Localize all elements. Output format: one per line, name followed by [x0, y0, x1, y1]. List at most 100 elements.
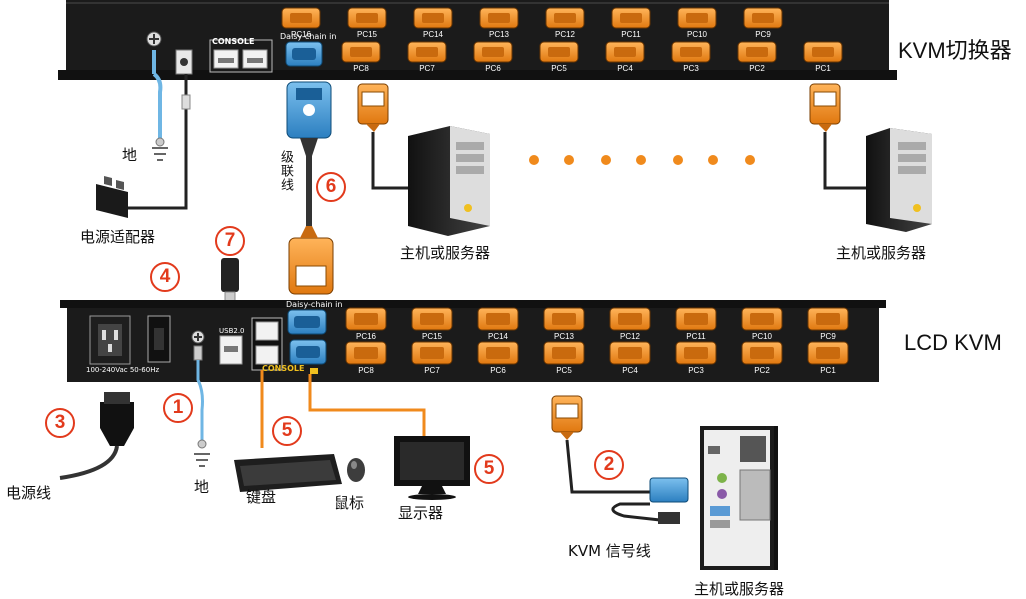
top-port-label: PC12 [555, 30, 576, 39]
vga-plug-pc1 [809, 83, 870, 190]
power-adapter [96, 176, 128, 218]
lcd-port-label: PC9 [820, 332, 836, 341]
lcd-port-pc4: PC4 [609, 341, 651, 375]
top-switch-label: KVM切换器 [898, 38, 1012, 63]
top-port-label: PC14 [423, 30, 444, 39]
ground-wire-lcd [196, 360, 204, 440]
lcd-port-pc5: PC5 [543, 341, 585, 375]
vga-plug-pc8 [357, 83, 420, 190]
adapter-cable [126, 74, 188, 210]
top-port-pc4: PC4 [605, 41, 645, 73]
power-switch [147, 315, 171, 363]
top-port-pc6: PC6 [473, 41, 513, 73]
top-port-pc9: PC9 [743, 7, 783, 39]
top-port-pc11: PC11 [611, 7, 651, 39]
top-port-label: PC9 [755, 30, 771, 39]
console-usb-top [209, 39, 273, 73]
lcd-port-label: PC4 [622, 366, 638, 375]
lcd-port-label: PC15 [422, 332, 443, 341]
ground-terminal-top [146, 31, 162, 47]
lcd-port-pc3: PC3 [675, 341, 717, 375]
monitor [394, 436, 470, 500]
cascade-cable [286, 81, 334, 295]
marker-7: 7 [215, 226, 245, 256]
lcd-port-pc10: PC10 [741, 307, 783, 341]
top-port-label: PC10 [687, 30, 708, 39]
daisy-label-top: Daisy-chain in [280, 32, 337, 41]
console-label-top: CONSOLE [212, 37, 255, 46]
top-port-pc14: PC14 [413, 7, 453, 39]
top-port-label: PC5 [551, 64, 567, 73]
usb-label-lcd: USB2.0 [219, 327, 245, 335]
lcd-port-pc6: PC6 [477, 341, 519, 375]
top-port-label: PC13 [489, 30, 510, 39]
lcd-port-label: PC16 [356, 332, 377, 341]
lcd-port-label: PC2 [754, 366, 770, 375]
lcd-port-label: PC14 [488, 332, 509, 341]
kvm-cable-label: KVM 信号线 [568, 542, 651, 560]
lcd-port-pc12: PC12 [609, 307, 651, 341]
lcd-port-label: PC12 [620, 332, 641, 341]
marker-3: 3 [45, 408, 75, 438]
kvm-signal-cable [551, 395, 689, 524]
power-cord-plug [59, 392, 134, 480]
top-port-pc12: PC12 [545, 7, 585, 39]
lcd-port-label: PC7 [424, 366, 440, 375]
console-label-lcd: CONSOLE [262, 364, 305, 373]
daisy-chain-port-lcd [287, 309, 327, 374]
cascade-cable-label: 级联线 [278, 150, 293, 192]
monitor-cable [308, 374, 426, 436]
top-port-pc1: PC1 [803, 41, 843, 73]
lcd-port-label: PC10 [752, 332, 773, 341]
mouse-label: 鼠标 [334, 494, 365, 512]
host-label-right: 主机或服务器 [836, 244, 927, 262]
host-label-mid: 主机或服务器 [400, 244, 491, 262]
usb-flash-drive [221, 258, 239, 305]
keyboard [234, 454, 342, 492]
top-port-pc3: PC3 [671, 41, 711, 73]
lcd-port-pc11: PC11 [675, 307, 717, 341]
top-port-pc16: PC16 [281, 7, 321, 39]
daisy-chain-port-top [285, 41, 323, 67]
ground-label-lcd: 地 [194, 478, 210, 496]
marker-1: 1 [163, 393, 193, 423]
monitor-label: 显示器 [398, 504, 444, 522]
daisy-label-lcd: Daisy-chain in [286, 300, 343, 309]
top-port-pc5: PC5 [539, 41, 579, 73]
power-cord-label: 电源线 [6, 484, 52, 502]
ground-terminal-lcd [191, 330, 205, 361]
host-computer-mid [408, 126, 490, 236]
marker-5-keyboard: 5 [272, 416, 302, 446]
lcd-port-label: PC11 [686, 332, 706, 341]
lcd-port-label: PC1 [820, 366, 836, 375]
marker-4: 4 [150, 262, 180, 292]
continuation-dots [529, 155, 755, 165]
lcd-port-pc9: PC9 [807, 307, 849, 341]
ground-symbol-lcd [194, 439, 210, 467]
usb-port-lcd [219, 335, 243, 365]
top-port-label: PC8 [353, 64, 369, 73]
mouse [347, 458, 365, 482]
top-port-label: PC4 [617, 64, 633, 73]
power-jack-top [175, 49, 193, 75]
lcd-port-label: PC5 [556, 366, 572, 375]
keyboard-label: 键盘 [246, 488, 277, 506]
lcd-kvm-label: LCD KVM [904, 330, 1002, 355]
top-port-pc7: PC7 [407, 41, 447, 73]
top-port-pc2: PC2 [737, 41, 777, 73]
top-port-label: PC1 [815, 64, 831, 73]
top-port-label: PC11 [621, 30, 641, 39]
marker-2: 2 [594, 450, 624, 480]
top-port-label: PC7 [419, 64, 435, 73]
lcd-port-pc14: PC14 [477, 307, 519, 341]
lcd-port-label: PC13 [554, 332, 575, 341]
lcd-port-pc13: PC13 [543, 307, 585, 341]
lcd-port-pc8: PC8 [345, 341, 387, 375]
top-port-label: PC15 [357, 30, 378, 39]
marker-6: 6 [316, 172, 346, 202]
lcd-port-label: PC8 [358, 366, 374, 375]
power-spec-label: 100-240Vac 50-60Hz [86, 366, 160, 374]
lcd-port-pc15: PC15 [411, 307, 453, 341]
